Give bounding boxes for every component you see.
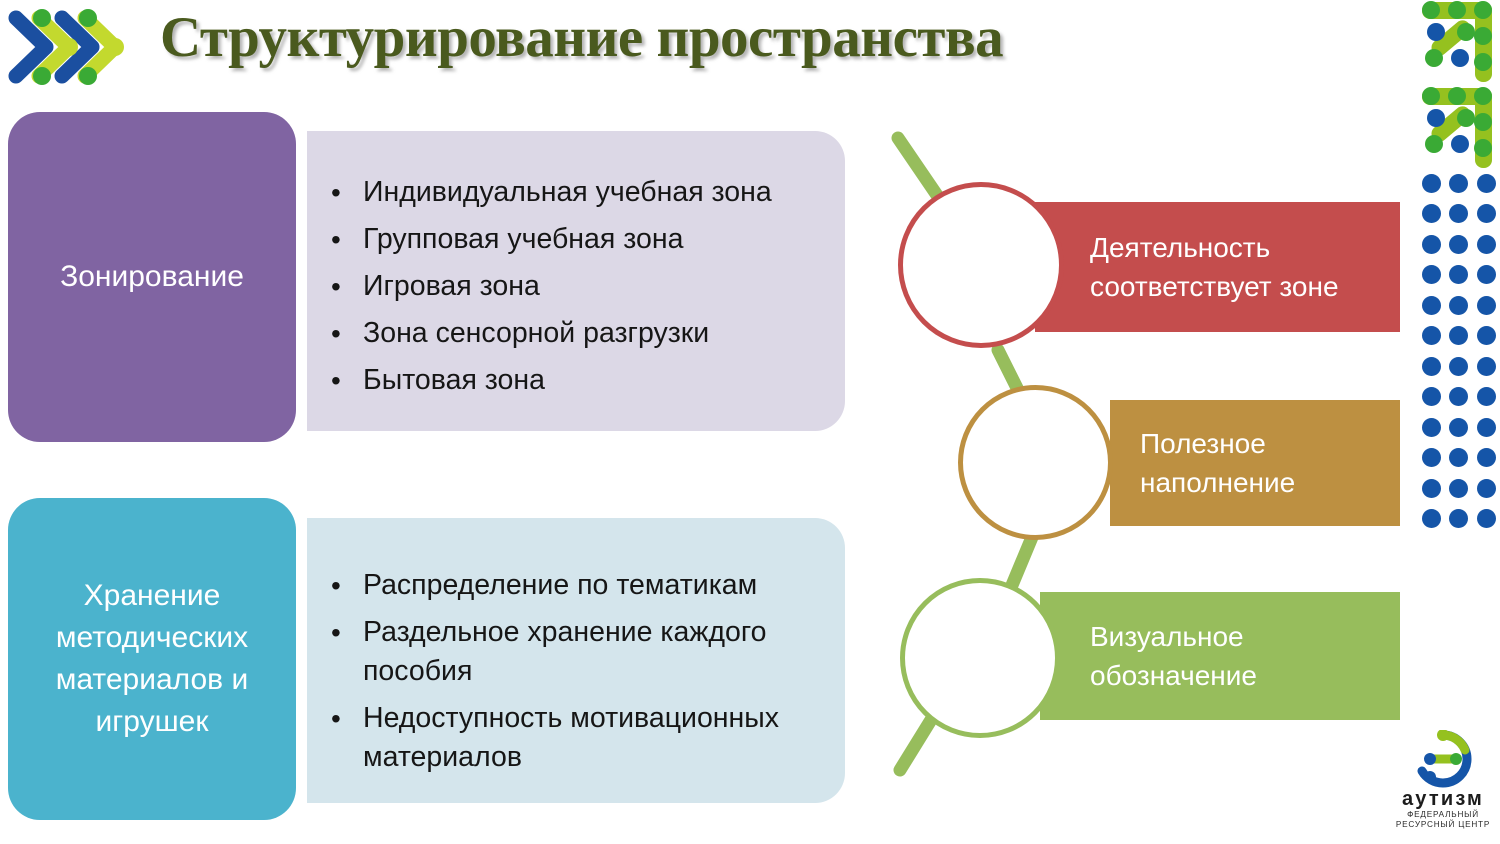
dot (1449, 204, 1469, 224)
dot (1422, 295, 1442, 315)
zoning-bullet-list: Индивидуальная учебная зона Групповая уч… (325, 169, 833, 404)
dot (1422, 478, 1442, 498)
dot (1476, 387, 1496, 407)
zoning-label-text: Зонирование (60, 260, 244, 293)
dot (1449, 478, 1469, 498)
dot (1476, 173, 1496, 193)
list-item: Распределение по тематикам (325, 566, 833, 605)
blue-dot-grid-icon (1418, 168, 1500, 534)
brand-word: аутизм (1401, 788, 1485, 810)
brand-subtitle-line2: РЕСУРСНЫЙ ЦЕНТР (1395, 820, 1491, 829)
dot (1449, 326, 1469, 346)
dot (1422, 417, 1442, 437)
dot (1449, 265, 1469, 285)
dot (1449, 173, 1469, 193)
dot (1476, 448, 1496, 468)
storage-bullet-list: Распределение по тематикам Раздельное хр… (325, 566, 833, 785)
dot (1422, 509, 1442, 529)
list-item: Зона сенсорной разгрузки (325, 310, 833, 357)
diagram-bar-1: Деятельность соответствует зоне (1035, 202, 1400, 332)
dot (1422, 265, 1442, 285)
dot (1476, 295, 1496, 315)
dot (1476, 265, 1496, 285)
diagram-bar-3: Визуальное обозначение (1040, 592, 1400, 720)
list-item: Раздельное хранение каждого пособия (325, 613, 833, 691)
dot (1422, 204, 1442, 224)
brand-logo: аутизм ФЕДЕРАЛЬНЫЙ РЕСУРСНЫЙ ЦЕНТР (1386, 730, 1500, 840)
diagram-bar-3-label: Визуальное обозначение (1090, 621, 1257, 691)
diagram-bar-1-label: Деятельность соответствует зоне (1090, 232, 1339, 302)
diagram-circle-3 (900, 578, 1060, 738)
dot (1449, 448, 1469, 468)
storage-label-card: Хранение методических материалов и игруш… (8, 498, 296, 820)
dot (1449, 509, 1469, 529)
list-item: Недоступность мотивационных материалов (325, 699, 833, 777)
list-item: Игровая зона (325, 263, 833, 310)
zoning-label-card: Зонирование (8, 112, 296, 442)
list-item: Групповая учебная зона (325, 216, 833, 263)
dot (1476, 204, 1496, 224)
autism-circle-mark-icon (1417, 730, 1472, 788)
dot (1422, 356, 1442, 376)
dot (1449, 417, 1469, 437)
dot (1476, 326, 1496, 346)
dot (1449, 234, 1469, 254)
dot (1422, 173, 1442, 193)
dot (1422, 234, 1442, 254)
dot (1476, 356, 1496, 376)
dot (1476, 234, 1496, 254)
storage-list-panel: Распределение по тематикам Раздельное хр… (307, 518, 845, 803)
zoning-list-panel: Индивидуальная учебная зона Групповая уч… (307, 131, 845, 431)
dot (1476, 509, 1496, 529)
dot (1476, 417, 1496, 437)
triple-chevron-icon (8, 9, 124, 85)
dot (1476, 478, 1496, 498)
diagram-circle-2 (958, 385, 1113, 540)
diagram-circle-1 (898, 182, 1064, 348)
page-title: Структурирование пространства (160, 6, 1004, 69)
diagram-bar-2-label: Полезное наполнение (1140, 428, 1296, 498)
dot (1422, 387, 1442, 407)
storage-label-text: Хранение методических материалов и игруш… (55, 579, 249, 738)
dot (1449, 387, 1469, 407)
dot (1449, 356, 1469, 376)
dot (1422, 448, 1442, 468)
dot (1422, 326, 1442, 346)
list-item: Бытовая зона (325, 357, 833, 404)
list-item: Индивидуальная учебная зона (325, 169, 833, 216)
autism-a-glyph-icon (1422, 1, 1492, 168)
dot (1449, 295, 1469, 315)
diagram-bar-2: Полезное наполнение (1110, 400, 1400, 526)
brand-subtitle-line1: ФЕДЕРАЛЬНЫЙ (1407, 810, 1479, 819)
